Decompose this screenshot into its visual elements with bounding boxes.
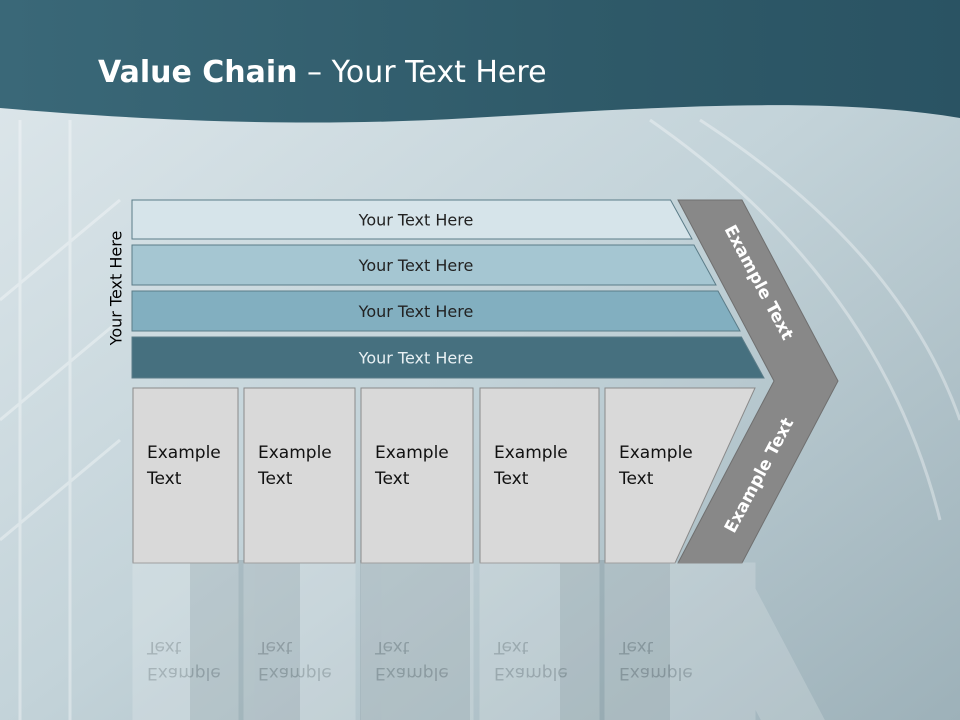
reflection-label-line1-5: Example [619,663,693,683]
reflection-label-line1-4: Example [494,663,568,683]
value-bar-label-2: Your Text Here [358,256,474,275]
value-bar-label-1: Your Text Here [358,211,474,230]
value-bar-4 [131,336,765,379]
value-bar-label-3: Your Text Here [358,302,474,321]
activity-box-label-line1-3: Example [375,443,449,463]
reflection-box-5 [604,562,756,720]
activity-box-label-line1-5: Example [619,443,693,463]
reflection-box-1 [132,562,239,720]
activity-box-5 [604,387,756,564]
value-bar-1 [131,199,693,240]
value-bar-label-4: Your Text Here [358,349,474,368]
title-rest: – Your Text Here [297,55,547,90]
reflection-label-line1-2: Example [258,663,332,683]
reflection-label-line2-1: Text [146,637,182,657]
activity-box-label-line2-5: Text [618,469,654,489]
reflection-label-line2-2: Text [257,637,293,657]
activity-box-1 [132,387,239,564]
value-bar-3 [131,290,741,332]
activity-box-label-line1-2: Example [258,443,332,463]
reflection-label-line2-4: Text [493,637,529,657]
header-band [0,0,960,123]
reflection-label-line2-3: Text [374,637,410,657]
activity-box-3 [360,387,474,564]
reflection-label-line2-5: Text [618,637,654,657]
title-bold: Value Chain [98,55,298,90]
reflection-box-3 [360,562,474,720]
chevron-arrow [677,199,839,564]
activity-box-label-line2-2: Text [257,469,293,489]
activity-box-4 [479,387,600,564]
reflection-label-line1-3: Example [375,663,449,683]
activity-box-2 [243,387,356,564]
vertical-label: Your Text Here [106,230,126,346]
reflection-box-4 [479,562,600,720]
background-structure [0,118,960,720]
reflection-arrow [678,563,825,720]
activity-box-label-line1-4: Example [494,443,568,463]
value-bar-2 [131,244,717,286]
reflection-box-2 [243,562,356,720]
activity-box-label-line2-4: Text [493,469,529,489]
page-title: Value Chain – Your Text Here [98,55,547,90]
activity-box-label-line2-1: Text [146,469,182,489]
activity-box-label-line1-1: Example [147,443,221,463]
reflection-label-line1-1: Example [147,663,221,683]
activity-box-label-line2-3: Text [374,469,410,489]
escalator-shadows [190,560,670,720]
